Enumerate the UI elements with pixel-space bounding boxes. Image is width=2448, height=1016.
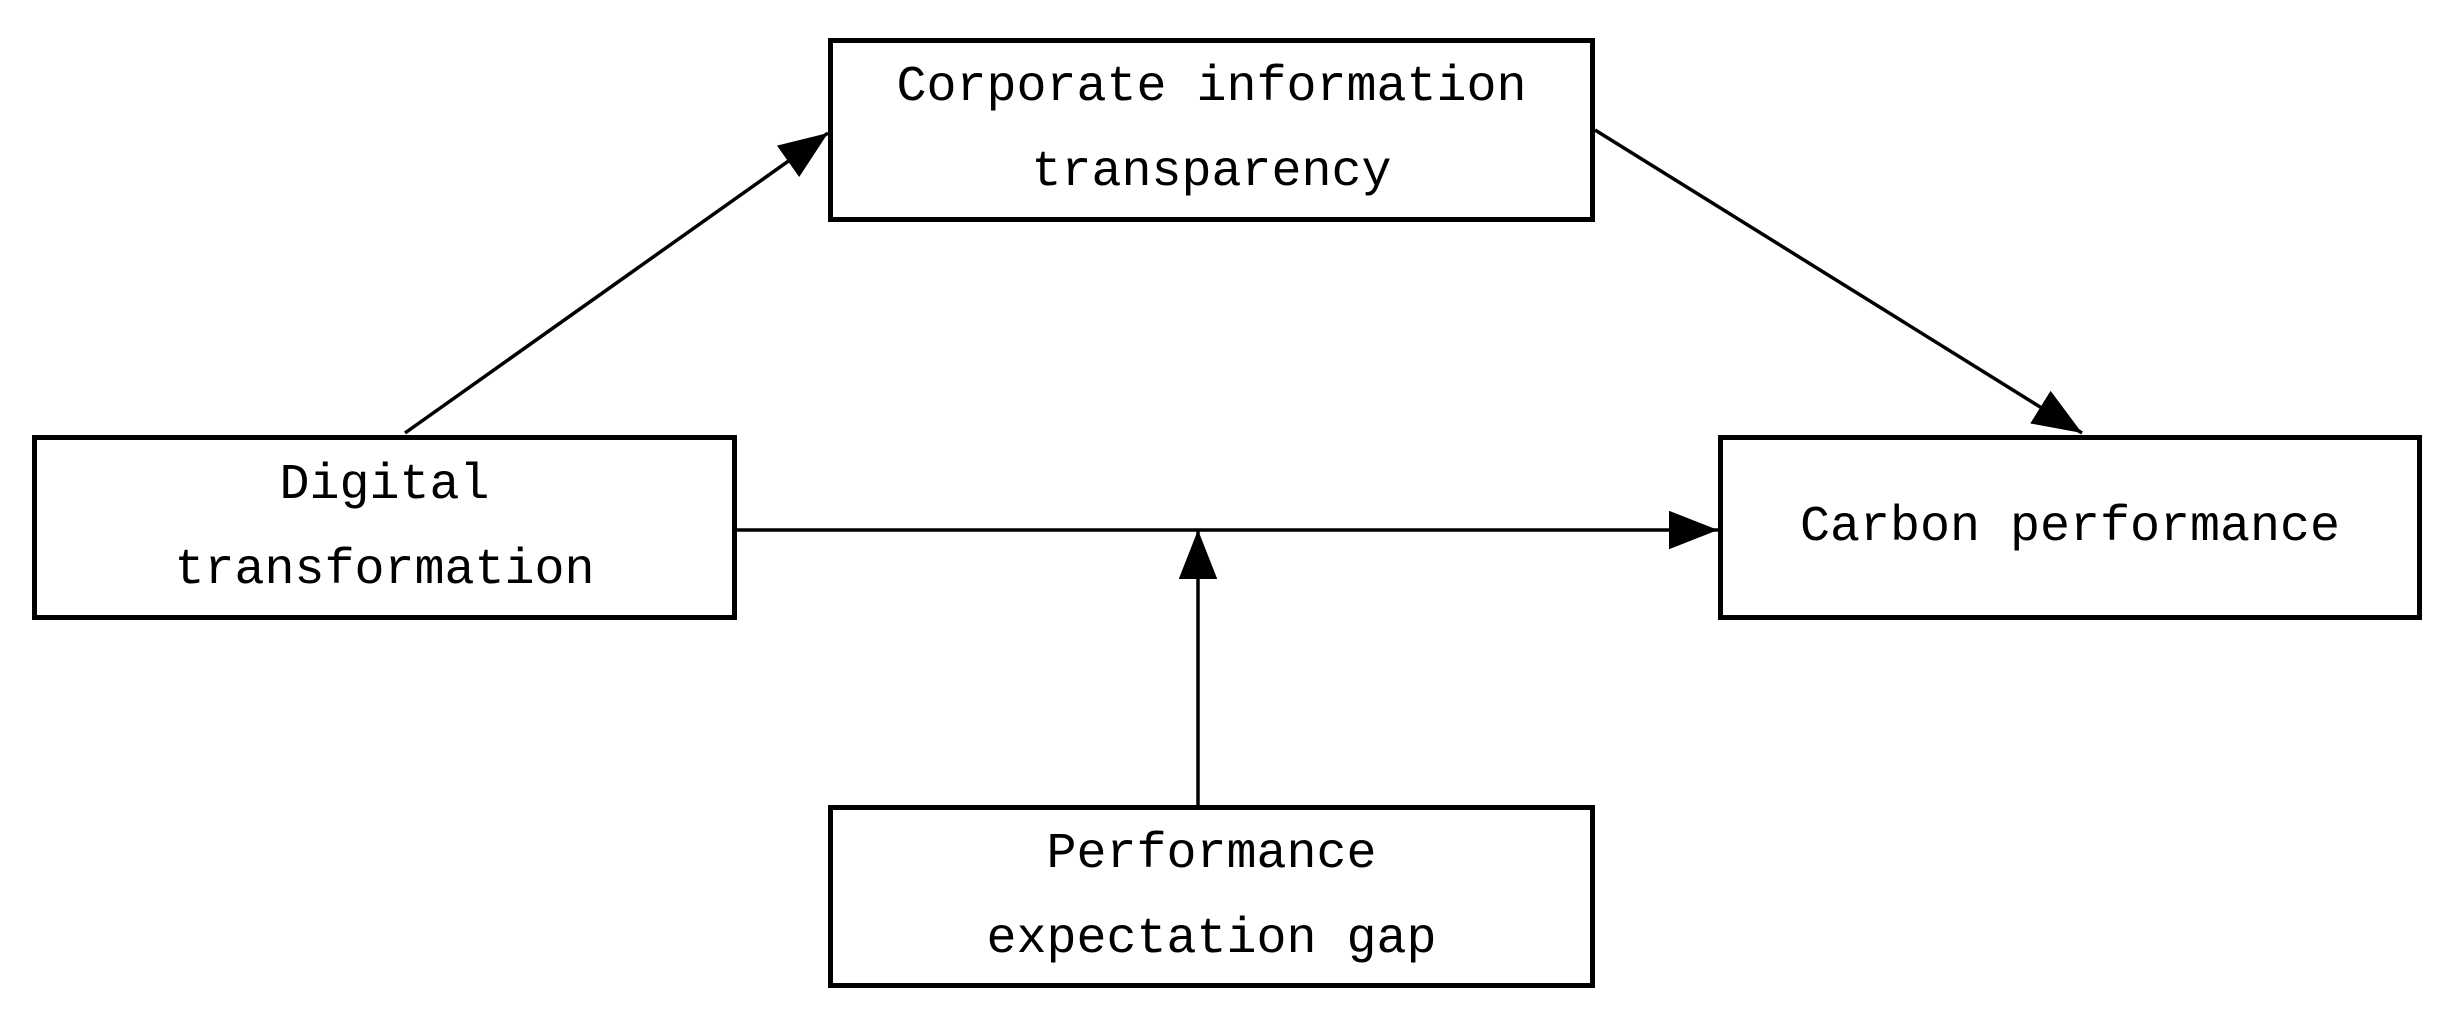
node-performance-expectation-gap: Performance expectation gap bbox=[828, 805, 1595, 988]
node-digital-transformation-label: Digital transformation bbox=[174, 456, 595, 599]
node-corporate-information-transparency-label: Corporate information transparency bbox=[896, 59, 1527, 201]
node-digital-transformation: Digital transformation bbox=[32, 435, 737, 620]
edge-transparency-to-carbon-arrow bbox=[1594, 128, 2083, 435]
edge-digital-to-transparency-arrow bbox=[403, 131, 830, 435]
node-carbon-performance-label: Carbon performance bbox=[1799, 499, 2341, 556]
node-performance-expectation-gap-label: Performance expectation gap bbox=[986, 825, 1437, 968]
node-corporate-information-transparency: Corporate information transparency bbox=[828, 38, 1595, 222]
node-carbon-performance: Carbon performance bbox=[1718, 435, 2422, 620]
